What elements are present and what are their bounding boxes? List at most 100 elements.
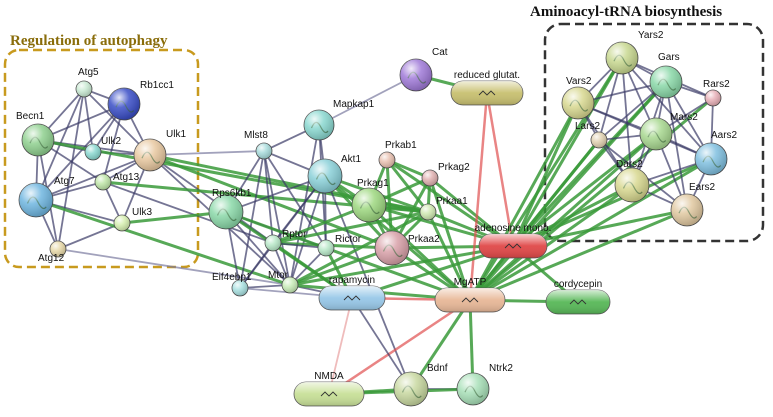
node-rars2[interactable]: Rars2 — [703, 79, 730, 107]
node-gloss — [19, 183, 53, 217]
node-ulk3[interactable]: Ulk3 — [113, 207, 152, 232]
node-lars2[interactable]: Lars2 — [575, 121, 608, 149]
node-gloss — [318, 240, 334, 256]
node-label: Atg7 — [54, 176, 75, 187]
edge-atg5-atg12 — [57, 88, 85, 250]
node-label: Rps6kb1 — [212, 188, 252, 199]
node-gloss — [650, 66, 682, 98]
edge-reduced-glutat-adenosine-mono — [485, 92, 515, 247]
node-bdnf[interactable]: Bdnf — [393, 363, 448, 407]
node-mapkap1[interactable]: Mapkap1 — [303, 99, 375, 141]
node-label: Akt1 — [341, 154, 361, 165]
edge-rapamycin-nmda — [328, 297, 353, 395]
node-label: Yars2 — [638, 30, 664, 41]
edge-mtor-adenosine-mono — [289, 244, 514, 287]
node-eif4ebp1[interactable]: Eif4ebp1 — [212, 272, 252, 297]
node-label: Prkaa2 — [408, 234, 440, 245]
edge-adenosine-mono-vars2 — [511, 102, 580, 247]
pill-gloss — [451, 81, 523, 105]
node-label: Mtor — [268, 270, 289, 281]
node-ntrk2[interactable]: Ntrk2 — [456, 363, 513, 406]
node-atg13[interactable]: Atg13 — [94, 172, 140, 191]
node-dars2[interactable]: Dars2 — [614, 159, 650, 203]
node-yars2[interactable]: Yars2 — [605, 30, 664, 75]
node-cordycepin[interactable]: cordycepin — [545, 279, 611, 315]
node-label: Rb1cc1 — [140, 80, 174, 91]
node-rps6kb1[interactable]: Rps6kb1 — [208, 188, 252, 230]
edge-mlst8-mtor — [263, 150, 291, 286]
edge-mapkap1-mtor — [289, 124, 320, 286]
edge-rps6kb1-mgatp — [225, 210, 471, 302]
edge-rptor-rictor — [272, 242, 327, 249]
molecule-icon — [343, 295, 361, 301]
edge-prkaa2-mtor — [289, 246, 393, 287]
node-gloss — [232, 280, 248, 296]
node-label: Ulk2 — [101, 136, 121, 147]
node-aars2[interactable]: Aars2 — [694, 130, 738, 176]
node-ulk1[interactable]: Ulk1 — [133, 129, 186, 172]
node-gloss — [606, 42, 638, 74]
node-label: Mlst8 — [244, 130, 268, 141]
node-atg7[interactable]: Atg7 — [18, 176, 75, 218]
node-akt1[interactable]: Akt1 — [307, 154, 361, 194]
pill-gloss — [435, 288, 505, 312]
node-label: Atg12 — [38, 253, 65, 264]
node-atg5[interactable]: Atg5 — [75, 67, 99, 98]
edge-prkag1-mgatp — [367, 203, 472, 302]
node-mgatp[interactable]: MgATP — [434, 277, 506, 313]
node-prkaa2[interactable]: Prkaa2 — [374, 230, 440, 266]
node-gars[interactable]: Gars — [649, 52, 683, 99]
node-mars2[interactable]: Mars2 — [639, 112, 698, 151]
node-gloss — [95, 174, 111, 190]
node-nmda[interactable]: NMDA — [293, 371, 365, 407]
node-ulk2[interactable]: Ulk2 — [84, 136, 121, 161]
node-gloss — [640, 118, 672, 150]
edge-mgatp-rars2 — [469, 96, 714, 302]
node-gloss — [108, 88, 140, 120]
node-becn1[interactable]: Becn1 — [16, 111, 55, 157]
cluster-box-autophagy — [3, 48, 200, 269]
node-gloss — [352, 188, 386, 222]
node-prkaa1[interactable]: Prkaa1 — [419, 196, 468, 221]
node-label: Cat — [432, 47, 448, 58]
node-gloss — [85, 144, 101, 160]
node-cat[interactable]: Cat — [399, 47, 448, 92]
edge-rptor-eif4ebp1 — [239, 242, 274, 289]
node-adenosine-mono[interactable]: adenosine mono. — [475, 223, 552, 259]
node-rb1cc1[interactable]: Rb1cc1 — [107, 80, 174, 121]
node-label: MgATP — [454, 277, 487, 288]
node-label: Eif4ebp1 — [212, 272, 252, 283]
node-rictor[interactable]: Rictor — [317, 234, 362, 257]
node-vars2[interactable]: Vars2 — [561, 76, 595, 120]
node-prkag2[interactable]: Prkag2 — [421, 162, 470, 187]
edge-atg7-mtor — [35, 198, 291, 287]
node-gloss — [256, 143, 272, 159]
node-prkag1[interactable]: Prkag1 — [351, 178, 389, 223]
node-rapamycin[interactable]: rapamycin — [318, 275, 386, 311]
edge-akt1-rps6kb1 — [225, 175, 326, 213]
node-gloss — [22, 124, 54, 156]
node-mlst8[interactable]: Mlst8 — [244, 130, 273, 160]
node-label: Ulk3 — [132, 207, 152, 218]
edge-atg5-ulk2 — [83, 88, 94, 153]
edge-mgatp-ears2 — [469, 208, 688, 302]
edge-reduced-glutat-mgatp — [468, 92, 489, 301]
node-gloss — [379, 152, 395, 168]
molecule-icon — [569, 299, 587, 305]
node-atg12[interactable]: Atg12 — [38, 240, 67, 264]
node-prkab1[interactable]: Prkab1 — [378, 140, 417, 169]
molecule-icon — [478, 90, 496, 96]
node-label: Becn1 — [16, 111, 45, 122]
node-reduced-glutat[interactable]: reduced glutat. — [450, 70, 524, 106]
node-label: Atg5 — [78, 67, 99, 78]
node-label: adenosine mono. — [475, 223, 552, 234]
cluster-box-trna — [543, 22, 765, 243]
node-ears2[interactable]: Ears2 — [670, 182, 716, 227]
node-label: Vars2 — [566, 76, 592, 87]
edge-mlst8-eif4ebp1 — [239, 150, 265, 289]
node-rptor[interactable]: Rptor — [264, 229, 307, 252]
edge-prkag2-mgatp — [428, 177, 472, 301]
node-mtor[interactable]: Mtor — [268, 270, 299, 294]
pill-gloss — [294, 382, 364, 406]
node-label: Prkaa1 — [436, 196, 468, 207]
